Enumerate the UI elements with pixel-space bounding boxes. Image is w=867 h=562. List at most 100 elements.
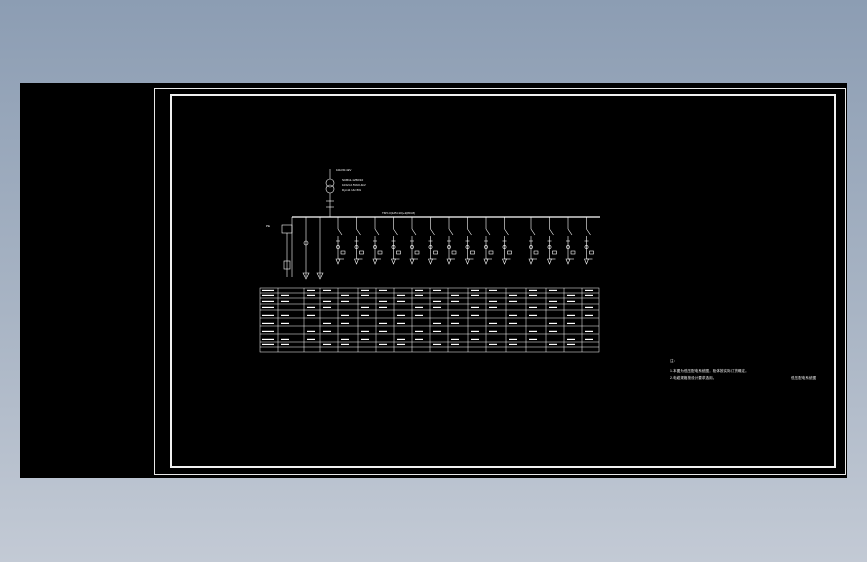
- table-cell-text: [341, 322, 349, 324]
- feeder-arrow: [528, 258, 534, 265]
- table-cell-text: [379, 289, 387, 291]
- table-cell-text: [397, 300, 405, 302]
- table-cell-text: [471, 338, 479, 340]
- table-cell-text: [567, 322, 575, 324]
- table-cell-text: [397, 322, 405, 324]
- feeder-arrow: [483, 258, 489, 265]
- table-cell-text: [549, 306, 557, 308]
- table-cell-text: [585, 338, 593, 340]
- table-cell-text: [509, 294, 517, 296]
- feeder-3: [372, 217, 383, 265]
- table-cell-text: [567, 338, 575, 340]
- table-cell-text: [323, 300, 331, 302]
- table-cell-text: [341, 343, 349, 345]
- table-cell-text: [323, 322, 331, 324]
- feeder-arrow: [335, 258, 341, 265]
- single-line-diagram: [259, 169, 600, 353]
- table-cell-text: [509, 314, 517, 316]
- table-cell-text: [585, 306, 593, 308]
- transformer-winding-secondary: [325, 184, 335, 194]
- feeder-arrow: [565, 258, 571, 265]
- feeder-11: [528, 217, 539, 265]
- table-cell-text: [549, 289, 557, 291]
- incomer-arrow-2: [316, 272, 324, 280]
- feeder-arrow: [465, 258, 470, 265]
- table-cell-text: [433, 300, 441, 302]
- busbar-label: TMY-3(125×10)+2(80×8): [382, 211, 415, 215]
- feeder-arrow: [354, 258, 359, 265]
- feeder-arrow: [446, 258, 452, 265]
- schedule-table: [259, 287, 600, 353]
- table-cell-text: [433, 330, 441, 332]
- table-cell-text: [397, 314, 405, 316]
- table-cell-text: [379, 300, 387, 302]
- table-cell-text: [529, 314, 537, 316]
- table-cell-marks: [262, 289, 593, 345]
- feeder-2: [354, 217, 364, 265]
- feeder-6: [428, 217, 438, 265]
- table-cell-text: [567, 343, 575, 345]
- table-cell-text: [361, 289, 369, 291]
- table-cell-text: [585, 314, 593, 316]
- table-cell-text: [415, 294, 423, 296]
- table-cell-text: [361, 314, 369, 316]
- table-cell-text: [281, 338, 289, 340]
- table-cell-text: [451, 343, 459, 345]
- table-cell-text: [567, 314, 575, 316]
- table-cell-text: [489, 322, 497, 324]
- notes-mark: 注：: [670, 359, 678, 363]
- table-cell-text: [509, 343, 517, 345]
- feeder-arrow: [547, 258, 552, 265]
- table-cell-text: [549, 343, 557, 345]
- table-cell-text: [509, 338, 517, 340]
- table-cell-text: [415, 306, 423, 308]
- sheet-inner-border: [170, 94, 836, 468]
- table-cell-text: [529, 294, 537, 296]
- table-cell-text: [585, 294, 593, 296]
- table-cell-text: [567, 294, 575, 296]
- notes-line-2: 2.电缆规格按设计要求选用。: [670, 376, 717, 380]
- feeder-arrow: [584, 258, 589, 265]
- feeder-10: [502, 217, 512, 265]
- feeder-14: [584, 217, 594, 265]
- table-cell-text: [361, 294, 369, 296]
- table-cell-text: [489, 343, 497, 345]
- transformer-spec: SCB11-1250/10: [342, 178, 364, 182]
- table-cell-text: [307, 306, 315, 308]
- table-cell-text: [471, 294, 479, 296]
- feeder-7: [446, 217, 457, 265]
- feeder-arrow: [502, 258, 507, 265]
- feeder-arrow: [409, 258, 415, 265]
- table-cell-text: [341, 294, 349, 296]
- incomer-ct: [303, 240, 309, 246]
- table-cell-text: [307, 314, 315, 316]
- table-cell-text: [509, 300, 517, 302]
- feeder-12: [547, 217, 557, 265]
- cad-viewport[interactable]: 10kV/0.4kV SCB11-1250/10 10±2×2.5%/0.4kV…: [20, 83, 847, 478]
- table-cell-text: [307, 330, 315, 332]
- table-cell-text: [307, 338, 315, 340]
- table-row-head-text: [262, 322, 274, 324]
- table-cell-text: [471, 306, 479, 308]
- circuit-layer: [281, 169, 600, 280]
- incomer-arrow: [302, 272, 310, 280]
- title-block-label: 低压配电系统图: [791, 376, 817, 380]
- table-cell-text: [433, 306, 441, 308]
- notes-line-1: 1.本图为低压配电系统图，柜体按实际订货确定。: [670, 369, 749, 373]
- table-cell-text: [509, 322, 517, 324]
- table-row-head-text: [262, 294, 274, 296]
- table-cell-text: [379, 322, 387, 324]
- table-cell-text: [471, 330, 479, 332]
- table-cell-text: [451, 338, 459, 340]
- sheet-outer-border: [154, 88, 846, 475]
- table-cell-text: [341, 314, 349, 316]
- table-cell-text: [549, 322, 557, 324]
- table-cell-text: [323, 289, 331, 291]
- table-cell-text: [379, 330, 387, 332]
- table-cell-text: [415, 314, 423, 316]
- table-cell-text: [361, 338, 369, 340]
- feeder-arrow: [391, 258, 396, 265]
- table-cell-text: [397, 343, 405, 345]
- table-cell-text: [323, 343, 331, 345]
- table-cell-text: [361, 330, 369, 332]
